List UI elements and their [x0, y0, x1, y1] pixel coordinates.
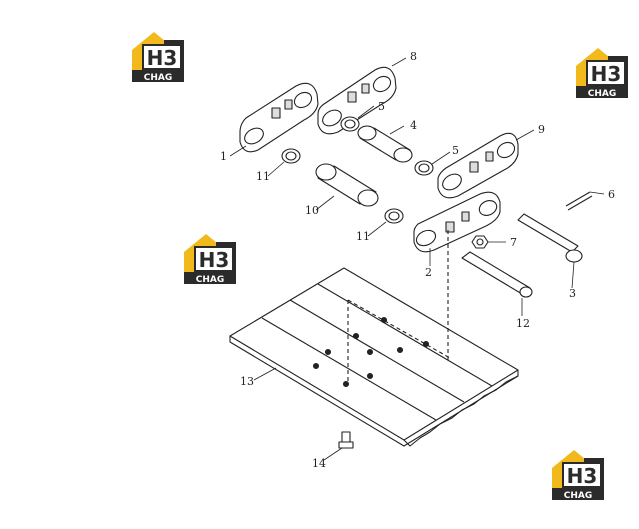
callout-12: 12	[516, 317, 530, 330]
callout-2: 2	[425, 266, 432, 279]
svg-text:H3: H3	[147, 46, 178, 70]
svg-text:CHAG: CHAG	[196, 275, 225, 284]
watermark-logo: H3 CHAG	[550, 448, 606, 500]
callout-7: 7	[510, 236, 517, 249]
watermark-logo: H3 CHAG	[130, 30, 186, 82]
shoe-bolt-part-14	[338, 431, 354, 449]
callout-1: 1	[220, 150, 227, 163]
callout-labels: 1 2 3 4 5 5 6 7 8 9 10 11 11 12 13 14	[220, 50, 615, 470]
callout-3: 3	[569, 287, 576, 300]
callout-11a: 11	[256, 170, 270, 183]
svg-text:CHAG: CHAG	[144, 73, 173, 82]
callout-10: 10	[305, 204, 319, 217]
callout-4: 4	[410, 119, 417, 132]
svg-text:H3: H3	[199, 248, 230, 272]
track-link-part-8	[317, 66, 397, 135]
svg-text:CHAG: CHAG	[588, 89, 617, 98]
bushing-part-4	[357, 125, 413, 163]
track-link-part-1	[239, 82, 319, 153]
track-link-part-2	[413, 191, 501, 253]
track-shoe-part-13	[229, 267, 519, 447]
watermark-logo: H3 CHAG	[182, 232, 238, 284]
cotter-pin-part-6	[565, 191, 593, 211]
callout-5b: 5	[452, 144, 459, 157]
callout-13: 13	[240, 375, 254, 388]
track-pin-part-3	[517, 213, 583, 263]
seal-ring-part-5-lower	[414, 160, 434, 176]
callout-6: 6	[608, 188, 615, 201]
svg-text:H3: H3	[591, 62, 622, 86]
track-link-part-9	[437, 132, 519, 199]
svg-text:H3: H3	[567, 464, 598, 488]
seal-ring-part-5-upper	[340, 116, 360, 132]
seal-ring-part-11-lower	[384, 208, 404, 224]
bushing-part-10	[315, 163, 379, 207]
nut-part-7	[471, 235, 489, 249]
svg-text:CHAG: CHAG	[564, 491, 593, 500]
track-pin-part-12	[461, 251, 533, 298]
callout-9: 9	[538, 123, 545, 136]
watermark-logo: H3 CHAG	[574, 46, 630, 98]
seal-ring-part-11-upper	[281, 148, 301, 164]
callout-14: 14	[312, 457, 326, 470]
callout-8: 8	[410, 50, 417, 63]
callout-5a: 5	[378, 100, 385, 113]
callout-11b: 11	[356, 230, 370, 243]
